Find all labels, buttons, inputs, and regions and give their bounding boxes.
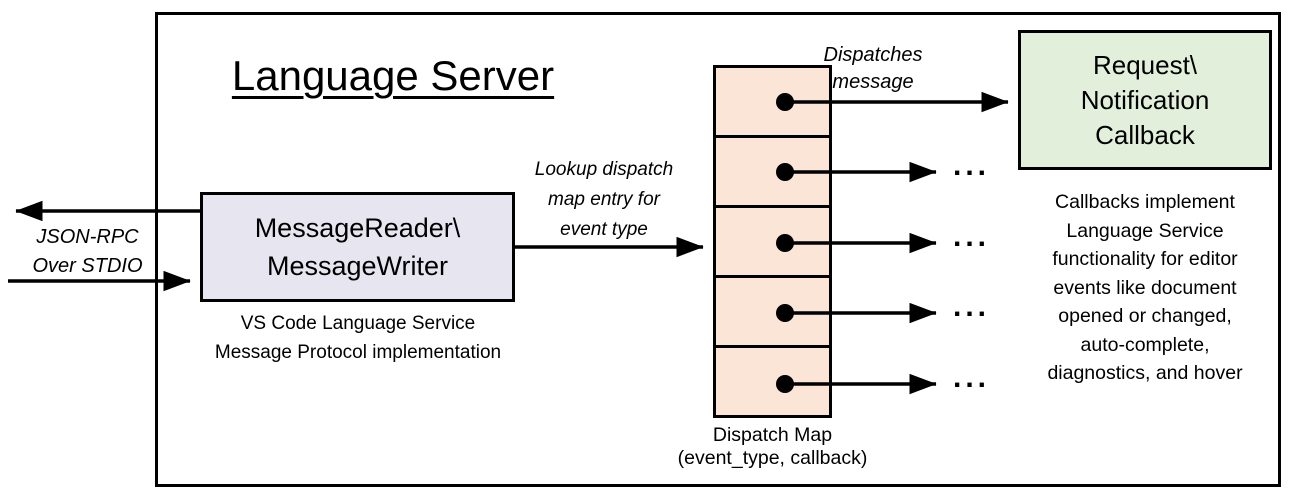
ellipsis-row-4: ... (953, 290, 991, 323)
dispatch-caption-line-1: Dispatch Map (712, 424, 833, 446)
dispatches-label-line-1: Dispatches (823, 44, 923, 66)
language-server-frame (155, 12, 1281, 487)
message-caption-line-2: Message Protocol implementation (214, 342, 502, 363)
dispatch-cell-4 (716, 275, 829, 345)
callbacks-note: Callbacks implement Language Service fun… (1000, 188, 1290, 388)
lookup-label-line-3: event type (560, 219, 648, 240)
message-box-line-1: MessageReader\ (254, 213, 461, 243)
message-box-caption: VS Code Language Service Message Protoco… (158, 309, 558, 367)
note-line-5: opened or changed, (1058, 305, 1232, 327)
diagram-title: Language Server (231, 52, 555, 99)
ellipsis-row-5: ... (953, 361, 991, 394)
message-caption-line-1: VS Code Language Service (240, 313, 476, 334)
dispatch-cell-3 (716, 205, 829, 275)
dispatch-map (713, 65, 832, 418)
note-line-7: diagnostics, and hover (1047, 362, 1243, 384)
note-line-1: Callbacks implement (1055, 191, 1235, 213)
message-reader-writer-box: MessageReader\ MessageWriter (200, 192, 515, 302)
lookup-label-line-2: map entry for (548, 189, 660, 210)
callback-box-line-1: Request\ (1092, 49, 1198, 80)
dispatch-map-caption: Dispatch Map (event_type, callback) (650, 424, 895, 470)
io-label-line-1: JSON-RPC (36, 226, 139, 248)
lookup-dispatch-label: Lookup dispatch map entry for event type (515, 155, 693, 245)
dispatch-cell-2 (716, 135, 829, 205)
message-box-line-2: MessageWriter (266, 251, 449, 281)
note-line-3: functionality for editor (1052, 248, 1238, 270)
dispatch-caption-line-2: (event_type, callback) (677, 447, 868, 469)
callback-box-line-3: Callback (1095, 119, 1195, 150)
note-line-2: Language Service (1066, 219, 1224, 242)
io-label-line-2: Over STDIO (32, 255, 143, 277)
ellipsis-row-2: ... (953, 149, 991, 182)
ellipsis-row-3: ... (953, 220, 991, 253)
json-rpc-stdio-label: JSON-RPC Over STDIO (15, 223, 160, 281)
request-notification-callback-box: Request\ Notification Callback (1018, 30, 1272, 170)
callback-box-line-2: Notification (1080, 84, 1210, 115)
lookup-label-line-1: Lookup dispatch (534, 159, 674, 180)
dispatches-label-line-2: message (832, 71, 914, 93)
dispatch-cell-5 (716, 345, 829, 415)
dispatches-message-label: Dispatches message (808, 42, 938, 96)
note-line-6: auto-complete, (1080, 333, 1210, 356)
note-line-4: events like document (1053, 276, 1237, 299)
